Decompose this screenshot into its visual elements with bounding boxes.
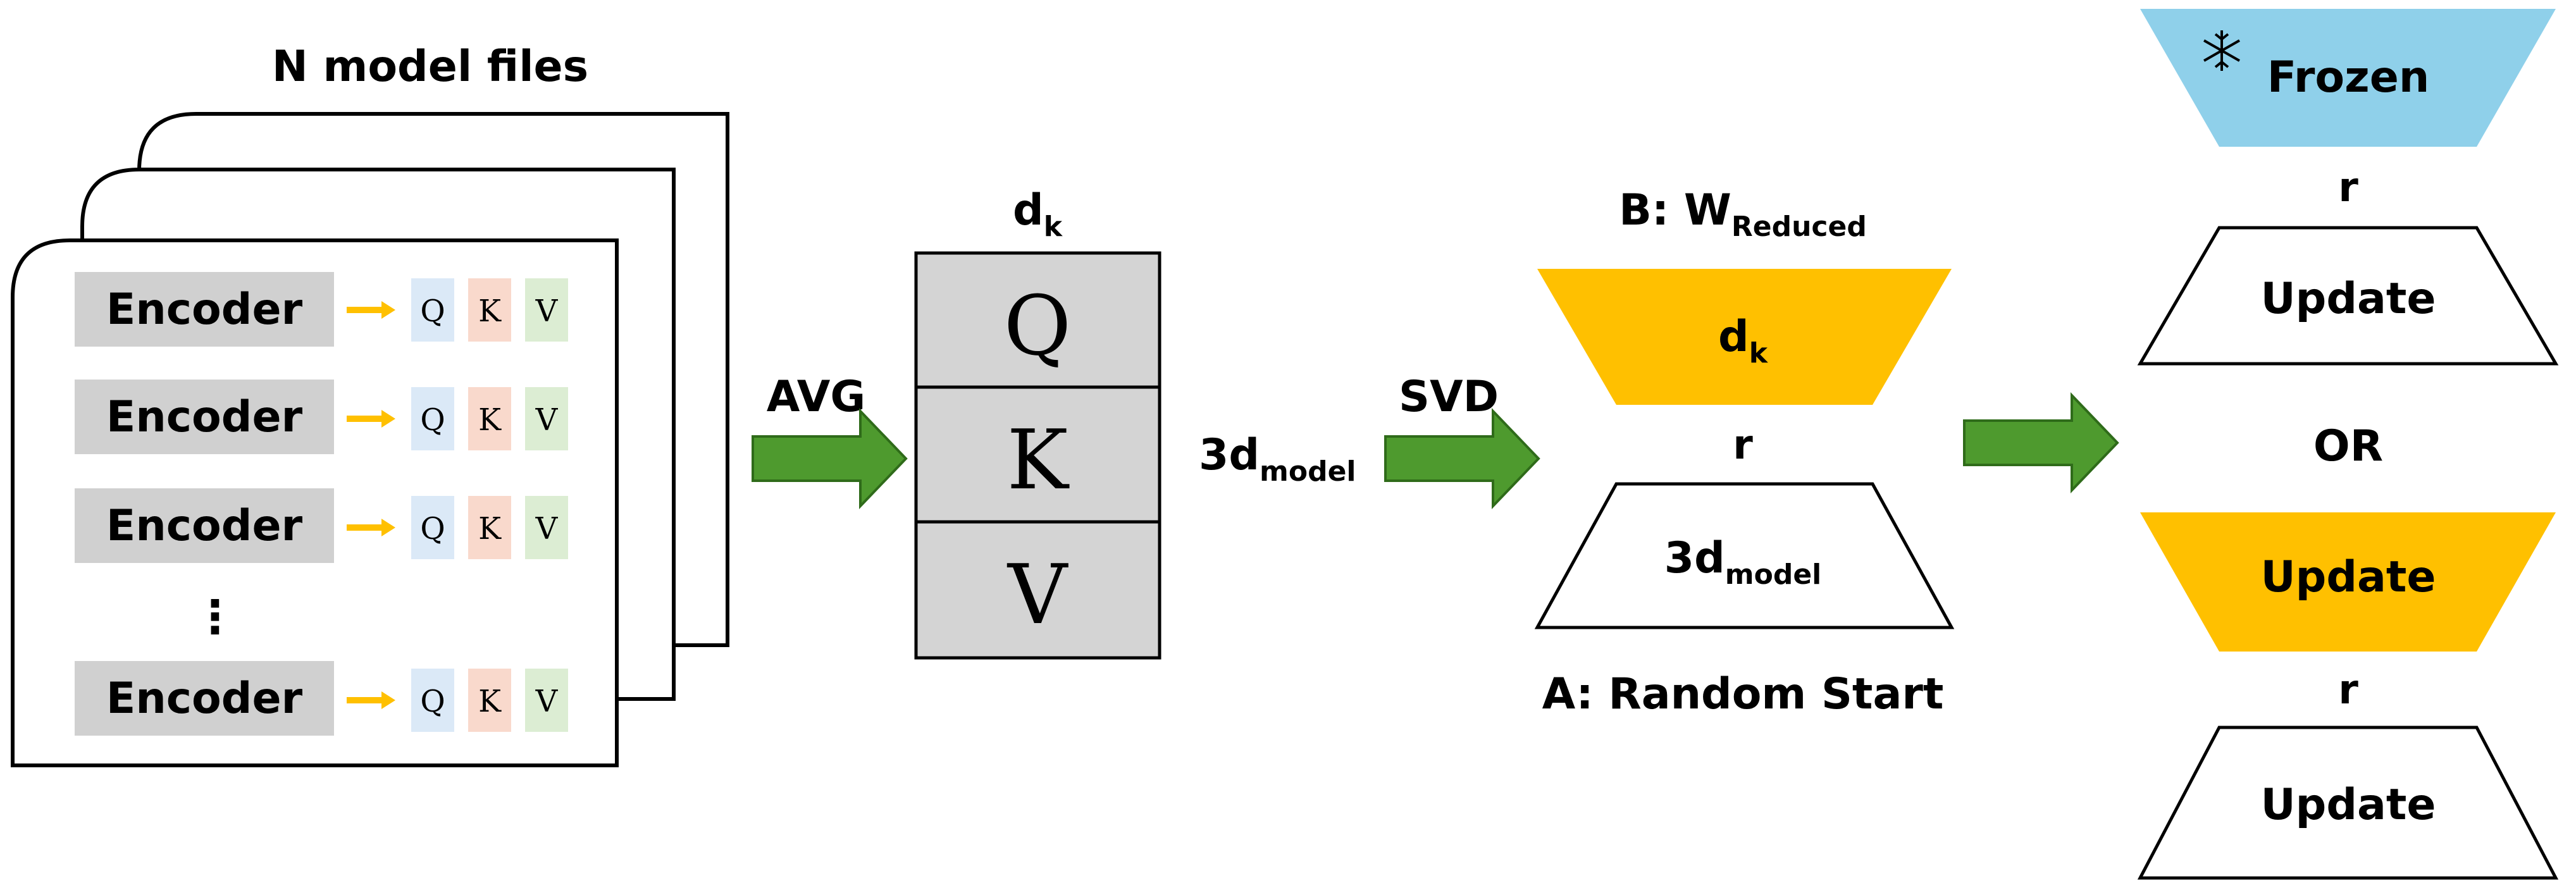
arrow-right-icon [381, 691, 395, 709]
ellipsis: ⋮ [192, 590, 238, 643]
files-title: N model files [272, 42, 588, 92]
k-label: K [478, 511, 502, 547]
encoder-box [75, 661, 334, 736]
encoder-label: Encoder [106, 285, 303, 335]
q-label: Q [420, 511, 445, 547]
a-matrix-trapezoid [1534, 482, 1955, 629]
update-trapezoid [2137, 726, 2559, 880]
encoder-label: Encoder [106, 674, 303, 724]
arrow-right-icon [381, 301, 395, 319]
a-label: A: Random Start [1542, 669, 1944, 719]
svd-arrow [1384, 408, 1540, 509]
b-inner-label: dk [1718, 312, 1769, 369]
matrix-top-label: dk [1013, 185, 1063, 243]
encoder-label: Encoder [106, 392, 303, 442]
v-label: V [535, 402, 559, 438]
rank-label: r [1733, 422, 1753, 469]
qkv-matrix [914, 251, 1161, 660]
encoder-box [75, 380, 334, 454]
encoder-row: Encoder Q K V [75, 661, 568, 736]
v-box [525, 496, 568, 559]
b-matrix-trapezoid [1537, 269, 1952, 405]
update-label: Update [2260, 780, 2436, 830]
encoder-row: Encoder Q K V [75, 272, 568, 347]
k-box [468, 387, 511, 450]
q-box [411, 669, 454, 732]
encoder-label: Encoder [106, 501, 303, 551]
encoder-box [75, 272, 334, 347]
v-box [525, 387, 568, 450]
k-label: K [478, 684, 502, 719]
arrow-right-icon [381, 410, 395, 428]
matrix-row-q: Q [1004, 278, 1072, 374]
a-inner-label: 3dmodel [1664, 533, 1822, 591]
rank-label: r [2338, 164, 2358, 211]
v-label: V [535, 511, 559, 547]
q-label: Q [420, 294, 445, 329]
q-box [411, 496, 454, 559]
matrix-row-v: V [1006, 547, 1068, 643]
frozen-label: Frozen [2267, 53, 2429, 102]
avg-arrow [752, 408, 908, 509]
v-label: V [535, 294, 559, 329]
update-label: Update [2260, 274, 2436, 324]
encoder-row: Encoder Q K V [75, 488, 568, 563]
matrix-row-k: K [1006, 412, 1070, 508]
encoder-row: Encoder Q K V [75, 380, 568, 454]
v-label: V [535, 684, 559, 719]
svd-label: SVD [1399, 372, 1499, 422]
encoder-box [75, 488, 334, 563]
k-box [468, 669, 511, 732]
update-trapezoid-yellow [2140, 512, 2556, 652]
k-label: K [478, 402, 502, 438]
or-label: OR [2313, 421, 2383, 471]
update-label: Update [2260, 552, 2436, 602]
rank-label: r [2338, 667, 2358, 714]
frozen-trapezoid [2140, 9, 2556, 147]
update-trapezoid [2137, 226, 2559, 366]
q-label: Q [420, 402, 445, 438]
q-box [411, 387, 454, 450]
k-label: K [478, 294, 502, 329]
snowflake-icon [2203, 30, 2240, 71]
k-box [468, 278, 511, 342]
arrow-right-icon [381, 519, 395, 536]
v-box [525, 669, 568, 732]
matrix-side-label: 3dmodel [1199, 430, 1356, 488]
k-box [468, 496, 511, 559]
q-box [411, 278, 454, 342]
options-arrow [1963, 392, 2119, 493]
q-label: Q [420, 684, 445, 719]
avg-label: AVG [767, 372, 865, 422]
v-box [525, 278, 568, 342]
b-label: B: WReduced [1619, 185, 1867, 243]
